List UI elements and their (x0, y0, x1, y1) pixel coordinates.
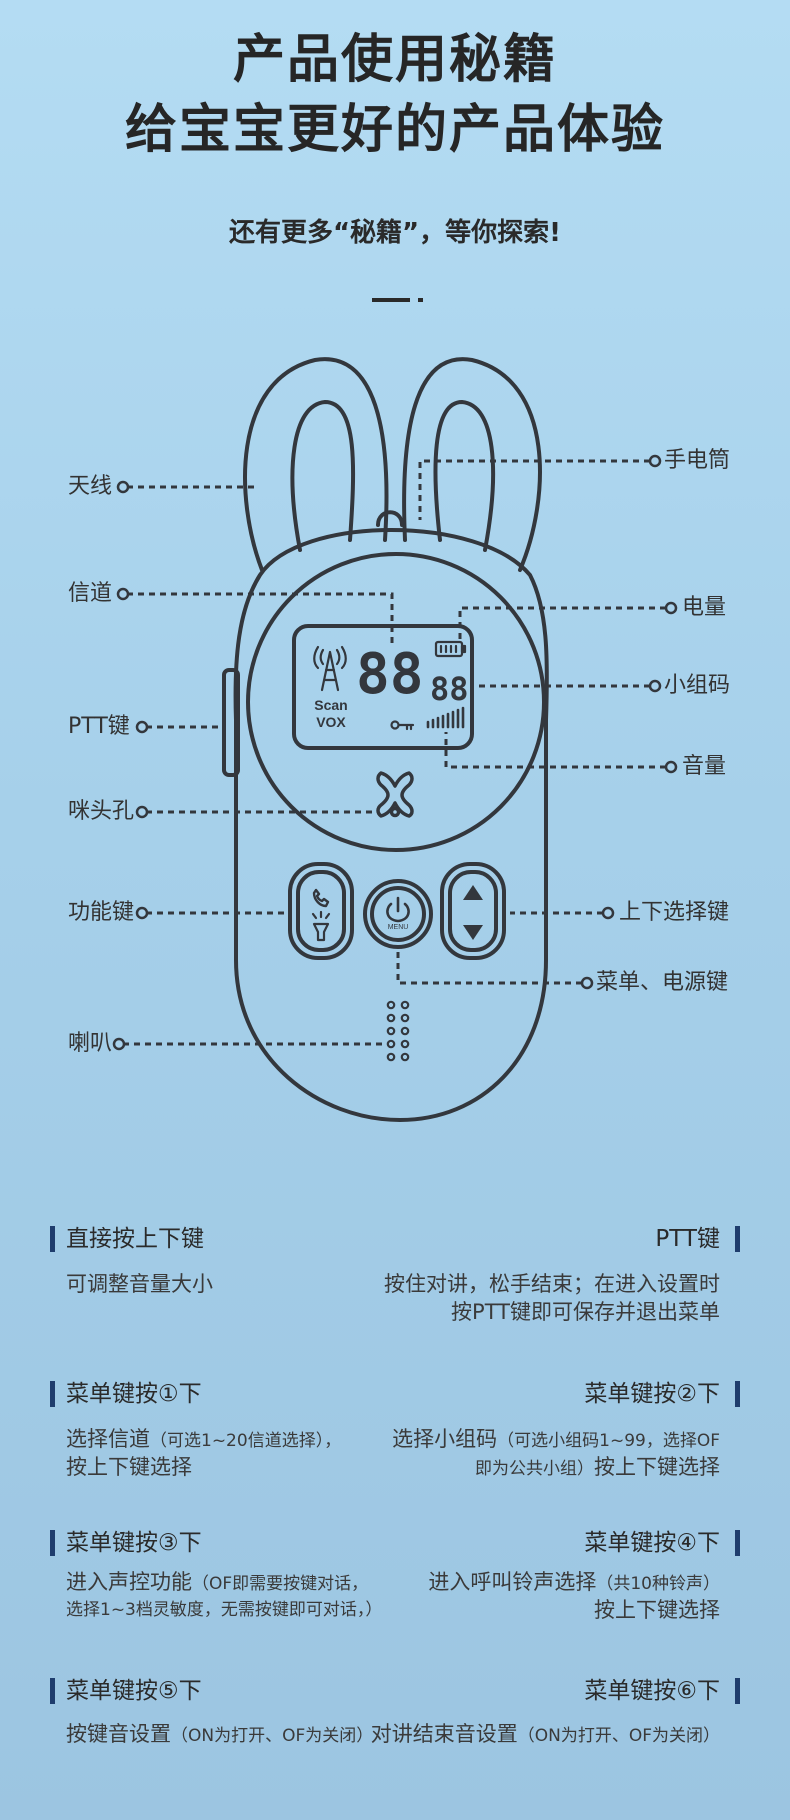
section-desc-menu-1-a: 选择信道（可选1~20信道选择）， (66, 1427, 342, 1451)
subtitle: 还有更多“秘籍”，等你探索! (228, 218, 562, 248)
updown-key-outer (440, 862, 506, 960)
section-desc-menu-3-b: 选择1~3档灵敏度，无需按键即可对话，） (66, 1600, 383, 1620)
display-ring (246, 552, 546, 852)
walkie-talkie-diagram: 88 88 Scan VOX MENU (112, 357, 678, 1122)
section-title-menu-4: 菜单键按④下 (584, 1530, 720, 1556)
label-speaker: 喇叭 (68, 1031, 113, 1056)
section-desc-menu-4-b: 按上下键选择 (594, 1598, 720, 1622)
antenna-nub (376, 510, 404, 527)
right-ear-outer (402, 357, 542, 572)
section-bar (735, 1381, 740, 1407)
section-bar (735, 1678, 740, 1704)
section-bar (735, 1530, 740, 1556)
section-bar (50, 1530, 55, 1556)
section-desc-menu-6: 对讲结束音设置（ON为打开、OF为关闭） (370, 1722, 720, 1746)
speaker-holes (386, 1000, 410, 1062)
phone-icon (312, 888, 330, 908)
label-antenna: 天线 (68, 474, 113, 499)
section-bar (50, 1381, 55, 1407)
section-title-menu-2: 菜单键按②下 (584, 1381, 720, 1407)
section-desc-menu-2-b: 即为公共小组）按上下键选择 (475, 1455, 720, 1479)
lcd-screen (292, 624, 474, 750)
label-ptt-key: PTT键 (68, 714, 130, 739)
down-arrow-icon (463, 925, 483, 940)
signal-tower-icon (313, 645, 347, 692)
flashlight-icon (311, 910, 331, 942)
divider (372, 298, 410, 302)
menu-power-button-inner (370, 886, 426, 942)
label-updown-key: 上下选择键 (619, 900, 730, 925)
callout-channel (127, 592, 394, 648)
power-icon (386, 896, 410, 923)
side-ptt-button (222, 668, 240, 777)
lcd-scan-text: Scan (314, 697, 347, 713)
section-title-menu-5: 菜单键按⑤下 (66, 1678, 202, 1704)
section-desc-updown: 可调整音量大小 (66, 1272, 213, 1296)
menu-button-text: MENU (388, 924, 409, 931)
function-key-outer (288, 862, 354, 960)
label-mic-hole: 咪头孔 (68, 799, 135, 824)
section-title-menu-3: 菜单键按③下 (66, 1530, 202, 1556)
section-title-ptt: PTT键 (655, 1226, 720, 1252)
menu-power-button-outer (363, 879, 433, 949)
updown-key-inner (448, 870, 498, 952)
label-battery: 电量 (682, 595, 727, 620)
label-channel: 信道 (68, 581, 113, 606)
section-desc-menu-1-b: 按上下键选择 (66, 1455, 192, 1479)
function-key-inner (296, 870, 346, 952)
page-title: 产品使用秘籍 (232, 30, 557, 90)
section-desc-menu-3-a: 进入声控功能（OF即需要按键对话， (66, 1570, 369, 1594)
up-arrow-icon (463, 885, 483, 900)
section-desc-menu-2-a: 选择小组码（可选小组码1~99，选择OF (392, 1427, 720, 1451)
battery-icon (434, 640, 467, 658)
left-ear-inner (290, 400, 356, 552)
section-desc-ptt-1: 按住对讲，松手结束；在进入设置时 (384, 1272, 720, 1296)
section-desc-ptt-2: 按PTT键即可保存并退出菜单 (451, 1300, 720, 1324)
section-bar (50, 1226, 55, 1252)
callout-battery (458, 606, 666, 640)
lcd-vox-text: VOX (316, 714, 346, 730)
section-title-menu-6: 菜单键按⑥下 (584, 1678, 720, 1704)
section-title-menu-1: 菜单键按①下 (66, 1381, 202, 1407)
page-title-line-2: 给宝宝更好的产品体验 (124, 100, 665, 160)
volume-bars-icon (426, 706, 465, 729)
section-bar (50, 1678, 55, 1704)
section-title-updown: 直接按上下键 (66, 1226, 204, 1252)
callout-volume (444, 732, 666, 769)
label-flashlight: 手电筒 (664, 448, 731, 473)
label-volume: 音量 (682, 754, 727, 779)
key-lock-icon (390, 720, 415, 731)
lcd-big-digits: 88 (356, 642, 423, 707)
left-ear-outer (243, 357, 389, 572)
section-bar (735, 1226, 740, 1252)
callout-flashlight (418, 459, 650, 520)
section-desc-menu-4-a: 进入呼叫铃声选择（共10种铃声） (428, 1570, 720, 1594)
right-ear-inner (433, 400, 496, 552)
label-function-key: 功能键 (68, 900, 135, 925)
label-menu-power-key: 菜单、电源键 (596, 970, 729, 995)
lcd-small-digits: 88 (430, 670, 469, 708)
x-logo-icon (376, 771, 414, 818)
divider-dot (418, 298, 423, 302)
label-group-code: 小组码 (664, 673, 731, 698)
section-desc-menu-5: 按键音设置（ON为打开、OF为关闭） (66, 1722, 374, 1746)
